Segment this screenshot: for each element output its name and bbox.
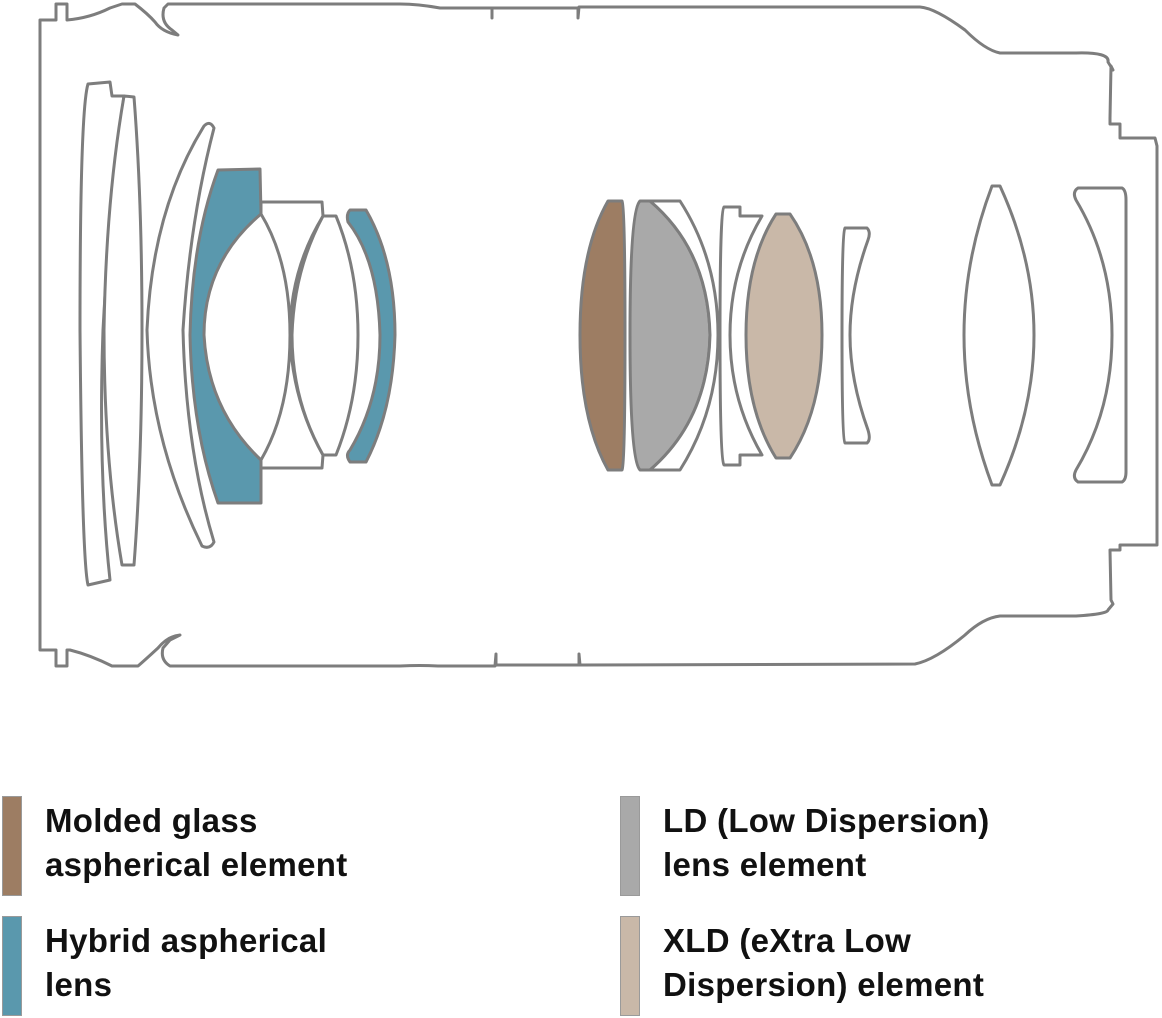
lens-element-e5: [259, 200, 325, 470]
lens-element-e7-hybrid: [345, 208, 397, 464]
legend-item-molded: Molded glass aspherical element: [2, 796, 348, 896]
lens-element-e15: [1072, 186, 1128, 484]
lens-element-e4-hybrid: [188, 167, 263, 505]
legend-label-xld: XLD (eXtra Low Dispersion) element: [663, 922, 985, 1003]
legend-label-ld: LD (Low Dispersion) lens element: [663, 802, 990, 883]
lens-element-e10: [648, 199, 720, 472]
legend-swatch-hybrid: [2, 916, 22, 1016]
lens-element-e14: [962, 184, 1036, 487]
legend-swatch-ld: [620, 796, 640, 896]
lens-element-e8-molded: [578, 199, 627, 472]
legend-item-xld: XLD (eXtra Low Dispersion) element: [620, 916, 984, 1016]
lens-element-e13: [840, 226, 871, 445]
legend-item-hybrid: Hybrid aspherical lens: [2, 916, 327, 1016]
legend-swatch-xld: [620, 916, 640, 1016]
lens-element-e6: [290, 214, 360, 457]
legend-label-molded: Molded glass aspherical element: [45, 802, 348, 883]
lens-element-e11: [718, 205, 764, 467]
legend-label-hybrid: Hybrid aspherical lens: [45, 922, 328, 1003]
lens-construction-diagram: [38, 2, 1159, 668]
legend-item-ld: LD (Low Dispersion) lens element: [620, 796, 990, 896]
lens-element-e3: [145, 121, 216, 549]
lens-element-e2: [102, 94, 144, 567]
legend-swatch-molded: [2, 796, 22, 896]
lens-barrel-outline: [38, 2, 1159, 668]
lens-element-e12-xld: [744, 212, 824, 460]
